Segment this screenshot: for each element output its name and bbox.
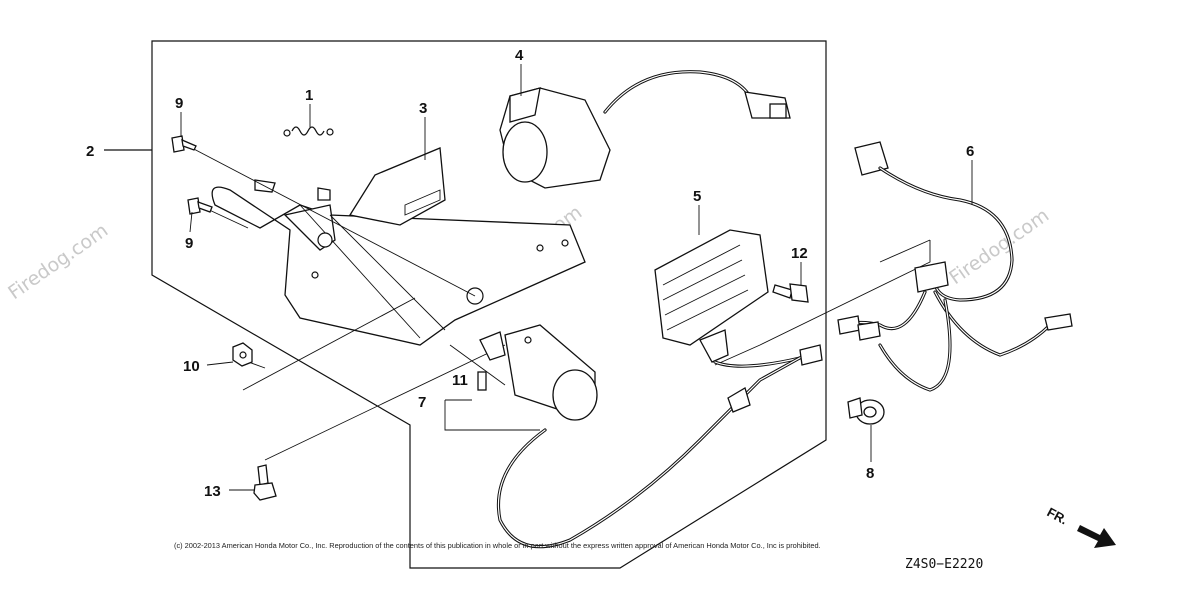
grommet	[847, 397, 885, 425]
callout-10: 10	[183, 358, 200, 375]
assembly-frame	[151, 40, 827, 569]
bolt-13	[253, 464, 277, 501]
callout-6: 6	[966, 143, 974, 160]
callout-9-lower: 9	[185, 235, 193, 252]
front-arrow-icon	[1077, 525, 1116, 548]
callout-7: 7	[418, 394, 426, 411]
bracket	[211, 147, 586, 346]
copyright-notice: (c) 2002-2013 American Honda Motor Co., …	[174, 541, 821, 550]
harness-frame	[714, 240, 931, 366]
callout-12: 12	[791, 245, 808, 262]
condenser	[499, 70, 791, 189]
callout-2: 2	[86, 143, 94, 160]
spring	[283, 126, 334, 137]
watermark-right: Firedog.com	[945, 204, 1053, 289]
watermark-left: Firedog.com	[4, 219, 112, 304]
front-direction-marker: FR.	[1045, 504, 1116, 548]
bolt-9-lower	[187, 197, 213, 215]
regulator-rectifier	[654, 229, 802, 368]
callout-3: 3	[419, 100, 427, 117]
callout-4: 4	[515, 47, 524, 64]
callout-9-upper: 9	[175, 95, 183, 112]
nut-10	[232, 342, 253, 367]
diagram-code: Z4S0−E2220	[905, 557, 983, 572]
starter-solenoid	[477, 324, 598, 421]
callout-11: 11	[452, 372, 468, 389]
callout-1: 1	[305, 87, 313, 104]
callout-13: 13	[204, 483, 221, 500]
bolt-9-upper	[171, 135, 197, 153]
bolt-12	[772, 283, 809, 303]
callout-8: 8	[866, 465, 874, 482]
front-marker-label: FR.	[1045, 504, 1071, 527]
callout-5: 5	[693, 188, 701, 205]
wire-harness	[837, 141, 1073, 392]
